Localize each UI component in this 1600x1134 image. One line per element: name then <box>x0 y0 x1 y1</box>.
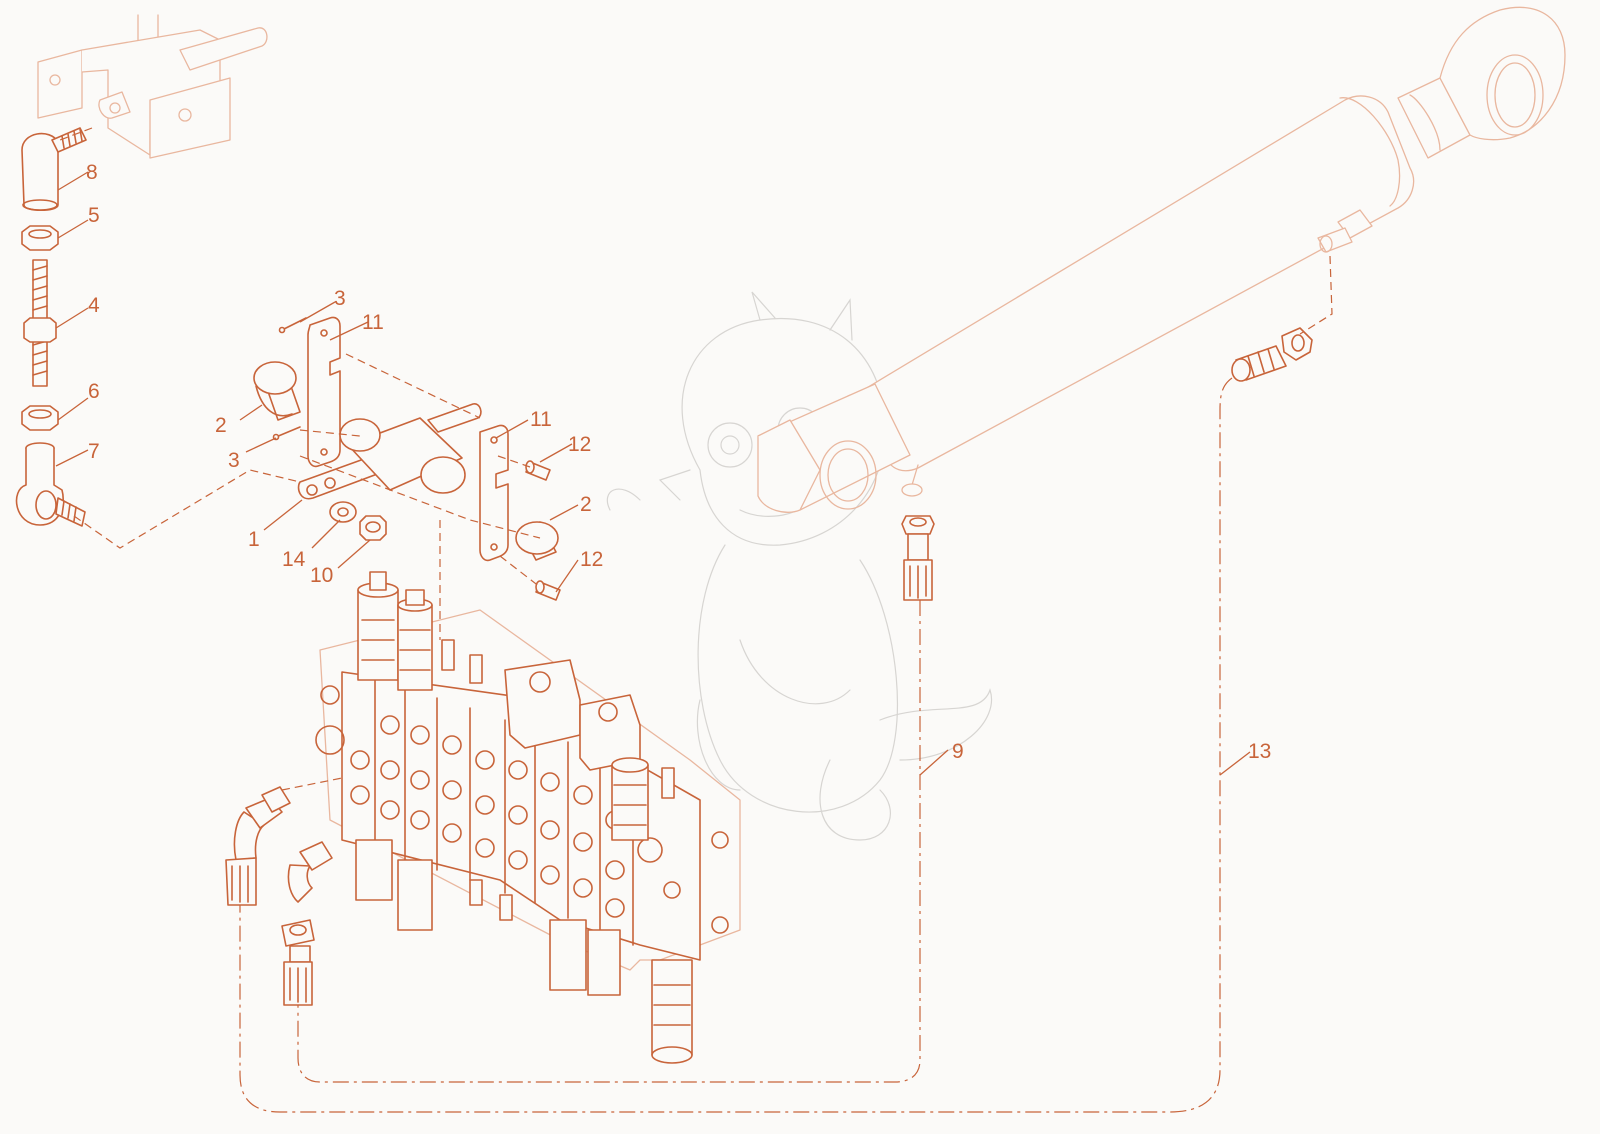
callout-4: 4 <box>88 294 100 317</box>
callout-5: 5 <box>88 204 100 227</box>
link-plate-11-right <box>479 424 509 562</box>
link-plate-11-left <box>307 316 341 468</box>
callout-2-right: 2 <box>580 493 592 516</box>
callout-3-upper: 3 <box>334 287 346 310</box>
callout-7: 7 <box>88 440 100 463</box>
callout-10: 10 <box>310 564 333 587</box>
callout-11-left: 11 <box>362 311 384 334</box>
hose-fitting-13-top <box>1231 327 1313 382</box>
callout-12-upper: 12 <box>568 433 591 456</box>
callout-3-lower: 3 <box>228 449 240 472</box>
elbow-fitting-left <box>225 786 291 906</box>
callout-14: 14 <box>282 548 306 571</box>
ball-joint-upper-8 <box>21 127 87 212</box>
bolt-12-lower <box>535 580 561 601</box>
hydraulic-cylinder <box>757 6 1566 513</box>
nut-5 <box>21 225 59 251</box>
hose-9 <box>297 600 921 1083</box>
washer-14 <box>329 501 357 523</box>
hose-fitting-9-top <box>901 515 935 601</box>
dragon-sketch-watermark <box>606 291 993 841</box>
callout-2-left: 2 <box>215 414 227 437</box>
callout-9: 9 <box>952 740 964 763</box>
callout-13: 13 <box>1248 740 1271 763</box>
threaded-rod-4 <box>23 259 57 387</box>
bushing-2-left <box>253 361 301 421</box>
bolt-12-upper <box>525 460 551 481</box>
callout-6: 6 <box>88 380 100 403</box>
callout-12-lower: 12 <box>580 548 603 571</box>
callout-8: 8 <box>86 161 98 184</box>
control-valve-block <box>315 571 741 1064</box>
callout-labels: 8 5 4 6 7 3 11 2 3 11 12 2 1 14 10 12 9 … <box>86 161 1271 763</box>
nut-6 <box>21 405 59 431</box>
ball-joint-lower-7 <box>15 442 86 527</box>
callout-leaders <box>55 171 1251 776</box>
pin-3-lower <box>272 426 301 441</box>
hose-13 <box>239 377 1233 1113</box>
mounting-bracket <box>37 14 268 159</box>
callout-11-right: 11 <box>530 408 552 431</box>
pivot-shaft <box>297 403 482 500</box>
callout-1: 1 <box>248 528 260 551</box>
elbow-fitting-center <box>281 841 333 1006</box>
pin-3-upper <box>278 317 307 334</box>
nut-10 <box>359 515 387 541</box>
assembly-lines <box>59 127 1333 791</box>
bushing-2-right <box>515 521 559 561</box>
